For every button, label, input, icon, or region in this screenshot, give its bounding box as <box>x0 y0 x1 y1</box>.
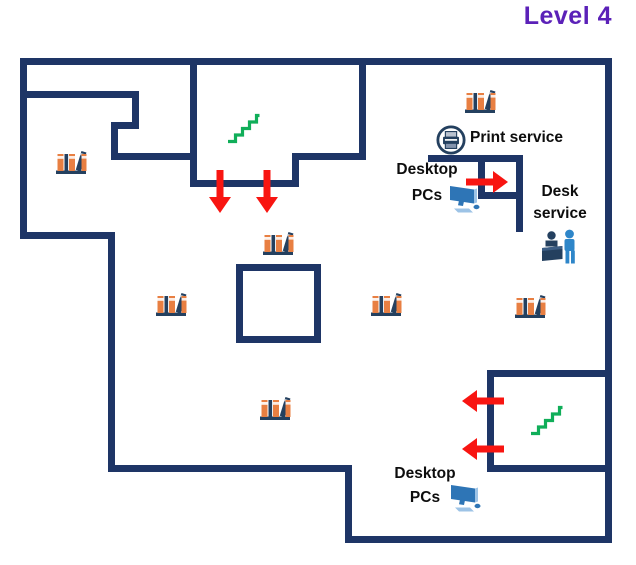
wall-segment <box>345 536 612 543</box>
wall-segment <box>292 153 366 160</box>
wall-segment <box>428 155 523 162</box>
bookshelf-icon <box>513 289 547 319</box>
wall-segment <box>108 232 115 472</box>
print-service-icon <box>436 125 466 155</box>
bookshelf-icon <box>463 84 497 114</box>
desk-service-people-icon <box>541 228 579 266</box>
desktop-pcs-label: Desktop PCs <box>396 161 458 204</box>
wall-segment <box>111 122 139 129</box>
bookshelf-icon <box>54 145 88 175</box>
wall-segment <box>190 180 299 187</box>
wall-segment <box>478 192 523 199</box>
wall-segment <box>487 465 612 472</box>
wall-segment <box>487 370 612 377</box>
bookshelf-icon <box>154 287 188 317</box>
center-room <box>236 264 321 343</box>
desk-service-label: Desk service <box>533 183 587 223</box>
page-title: Level 4 <box>523 2 612 30</box>
print-service-label: Print service <box>470 129 564 146</box>
wall-segment <box>20 58 612 65</box>
wall-segment <box>292 153 299 187</box>
wall-segment <box>516 155 523 232</box>
wall-segment <box>478 155 485 199</box>
wall-segment <box>359 58 366 160</box>
wall-segment <box>132 91 139 129</box>
wall-segment <box>111 153 197 160</box>
arrow-left-icon <box>462 389 504 413</box>
wall-segment <box>605 58 612 543</box>
bookshelf-icon <box>261 226 295 256</box>
wall-segment <box>20 58 27 239</box>
wall-segment <box>190 58 197 187</box>
wall-segment <box>20 232 115 239</box>
desktop-pcs-label: Desktop PCs <box>394 465 456 507</box>
wall-segment <box>111 122 118 160</box>
bookshelf-icon <box>369 287 403 317</box>
arrow-down-icon <box>208 170 232 213</box>
arrow-left-icon <box>462 437 504 461</box>
wall-segment <box>108 465 352 472</box>
wall-segment <box>20 91 139 98</box>
stairs-icon <box>529 403 565 437</box>
wall-segment <box>487 370 494 472</box>
wall-segment <box>345 465 352 543</box>
bookshelf-icon <box>258 391 292 421</box>
stairs-icon <box>226 111 262 145</box>
arrow-down-icon <box>255 170 279 213</box>
